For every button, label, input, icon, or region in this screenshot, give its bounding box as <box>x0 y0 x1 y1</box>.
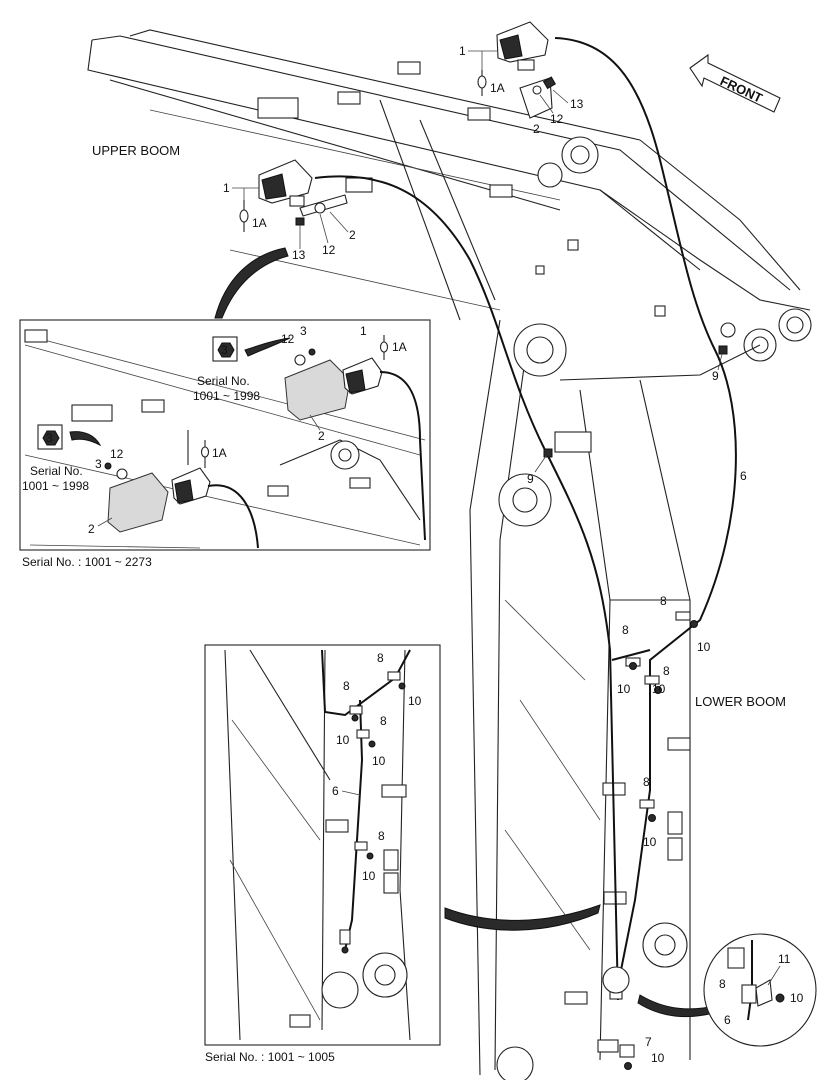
part-10-main-e: 10 <box>651 1051 665 1065</box>
inset-part-2-upper: 2 <box>318 429 325 443</box>
part-13-front: 13 <box>570 97 584 111</box>
inset-part-2-lower: 2 <box>88 522 95 536</box>
detail-part-8-b: 8 <box>343 679 350 693</box>
serial-inset-a-1: Serial No. <box>197 374 250 388</box>
part-10-main-a: 10 <box>697 640 711 654</box>
part-2-front: 2 <box>533 122 540 136</box>
part-13-upper: 13 <box>292 248 306 262</box>
circle-part-10: 10 <box>790 991 804 1005</box>
part-1A-front: 1A <box>490 81 505 95</box>
part-8-main-b: 8 <box>622 623 629 637</box>
inset-part-1A-upper: 1A <box>392 340 407 354</box>
bulb-icon-upper <box>239 200 249 232</box>
inset-detail-upper-boom <box>19 319 431 551</box>
detail-part-8-d: 8 <box>378 829 385 843</box>
part-7-main: 7 <box>645 1035 652 1049</box>
lower-boom-structure <box>469 319 761 1080</box>
upper-boom-label: UPPER BOOM <box>92 143 180 158</box>
nut-icon-a <box>217 342 235 358</box>
main-cable-harness <box>314 37 737 1001</box>
callout-arrow-lower <box>444 904 601 931</box>
front-label: FRONT <box>718 73 765 106</box>
part-2-upper: 2 <box>349 228 356 242</box>
serial-inset-b-2: 1001 ~ 1998 <box>22 479 89 493</box>
detail-box-lower-boom <box>204 644 441 1046</box>
circle-part-6: 6 <box>724 1013 731 1027</box>
part-1-upper: 1 <box>223 181 230 195</box>
part-8-main-c: 8 <box>663 664 670 678</box>
inset-cover-lower <box>107 472 169 533</box>
serial-main: Serial No. : 1001 ~ 2273 <box>22 555 152 569</box>
part-8-main-a: 8 <box>660 594 667 608</box>
detail-circle-clamp <box>703 933 817 1047</box>
circle-part-11: 11 <box>778 952 791 966</box>
detail-part-10-d: 10 <box>362 869 376 883</box>
front-light-bracket <box>519 77 553 119</box>
cable-upper-light <box>314 175 619 1001</box>
part-1-front: 1 <box>459 44 466 58</box>
front-work-light <box>477 21 557 119</box>
labels: UPPER BOOM LOWER BOOM Serial No. : 1001 … <box>22 44 804 1065</box>
part-12-front: 12 <box>550 112 564 126</box>
detail-part-6: 6 <box>332 784 339 798</box>
boom-block <box>397 61 421 75</box>
front-direction-arrow: FRONT <box>689 53 781 113</box>
inset-part-12: 12 <box>281 332 295 346</box>
inset-part-3-box-b: 3 <box>46 431 53 445</box>
part-10-main-d: 10 <box>643 835 657 849</box>
circle-part-8: 8 <box>719 977 726 991</box>
part-6-main: 6 <box>740 469 747 483</box>
inset-part-3-box-a: 3 <box>221 343 228 357</box>
inset-part-1A-lower: 1A <box>212 446 227 460</box>
part-9-mid: 9 <box>527 472 534 486</box>
cable-front-light <box>554 37 737 986</box>
callout-arrow-upper <box>214 247 289 319</box>
part-9-right: 9 <box>712 369 719 383</box>
detail-part-8-c: 8 <box>380 714 387 728</box>
nut-icon-b <box>42 430 60 446</box>
inset-part-12-lower: 12 <box>110 447 124 461</box>
detail-part-10-a: 10 <box>408 694 422 708</box>
detail-part-8-a: 8 <box>377 651 384 665</box>
part-12-upper: 12 <box>322 243 336 257</box>
inset-part-3-upper: 3 <box>300 324 307 338</box>
part-10-main-c: 10 <box>652 682 666 696</box>
cable-clamps <box>543 345 728 1070</box>
serial-inset-b-1: Serial No. <box>30 464 83 478</box>
inset-part-1: 1 <box>360 324 367 338</box>
part-10-main-b: 10 <box>617 682 631 696</box>
detail-part-10-b: 10 <box>336 733 350 747</box>
bulb-icon-front <box>477 70 487 96</box>
inset-cover-upper <box>284 359 351 421</box>
inset-part-3-lower: 3 <box>95 457 102 471</box>
serial-inset-a-2: 1001 ~ 1998 <box>193 389 260 403</box>
upper-boom-work-light <box>239 159 348 232</box>
part-8-main-d: 8 <box>643 775 650 789</box>
serial-detail-bottom: Serial No. : 1001 ~ 1005 <box>205 1050 335 1064</box>
part-1A-upper: 1A <box>252 216 267 230</box>
boom-connector-block <box>257 97 299 119</box>
detail-part-10-c: 10 <box>372 754 386 768</box>
lower-boom-label: LOWER BOOM <box>695 694 786 709</box>
